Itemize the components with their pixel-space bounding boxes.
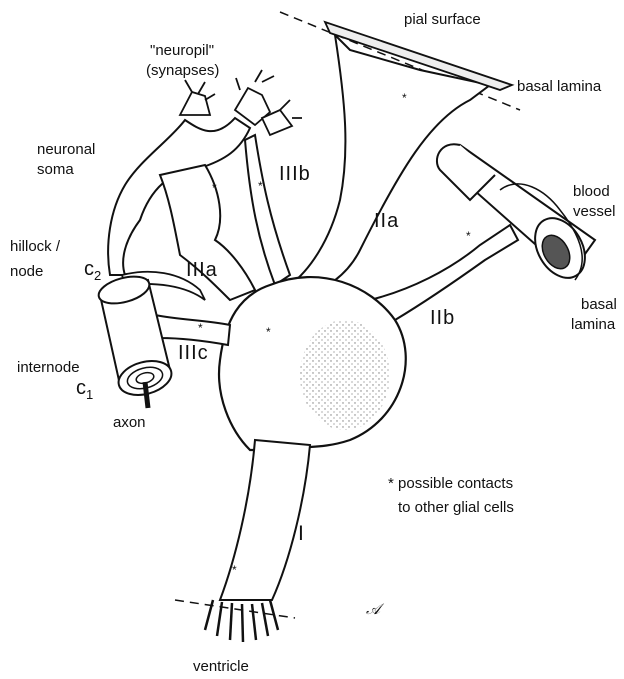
label-lamina: lamina	[571, 316, 615, 334]
ventricle-line	[175, 600, 295, 618]
label-IIa: IIa	[374, 210, 399, 232]
label-c1: c1	[76, 377, 93, 406]
label-pial-surface: pial surface	[404, 11, 481, 29]
label-neuropil: "neuropil"	[150, 42, 214, 60]
process-IIb	[370, 225, 518, 320]
ventricular-end-foot	[205, 600, 278, 642]
label-basal: basal	[581, 296, 617, 314]
label-basal-lamina-top: basal lamina	[517, 78, 601, 96]
svg-text:*: *	[258, 179, 263, 193]
process-IIIc	[155, 315, 230, 345]
label-IIb: IIb	[430, 307, 455, 329]
label-neuronal: neuronal	[37, 141, 95, 159]
svg-text:*: *	[466, 229, 471, 243]
label-ventricle: ventricle	[193, 658, 249, 676]
label-synapses: (synapses)	[146, 62, 219, 80]
footnote-line2: to other glial cells	[398, 498, 514, 517]
label-vessel: vessel	[573, 203, 616, 221]
label-node: node	[10, 263, 43, 281]
svg-text:*: *	[266, 325, 271, 339]
label-I: I	[298, 523, 305, 545]
label-IIIb: IIIb	[279, 163, 311, 185]
svg-text:*: *	[402, 91, 407, 105]
nucleus-stipple	[300, 320, 390, 430]
label-c2: c2	[84, 258, 101, 287]
label-soma: soma	[37, 161, 74, 179]
process-IIIb	[245, 135, 290, 285]
svg-text:*: *	[198, 321, 203, 335]
axon-internode	[96, 272, 175, 408]
label-axon: axon	[113, 414, 146, 432]
label-internode: internode	[17, 359, 80, 377]
label-blood: blood	[573, 183, 610, 201]
label-hillock: hillock /	[10, 238, 60, 256]
label-IIIa: IIIa	[186, 259, 218, 281]
svg-text:*: *	[232, 563, 237, 577]
svg-text:*: *	[212, 181, 217, 195]
footnote-line1: * possible contacts	[388, 474, 513, 493]
artist-signature: 𝒜	[366, 600, 380, 618]
label-IIIc: IIIc	[178, 342, 209, 364]
